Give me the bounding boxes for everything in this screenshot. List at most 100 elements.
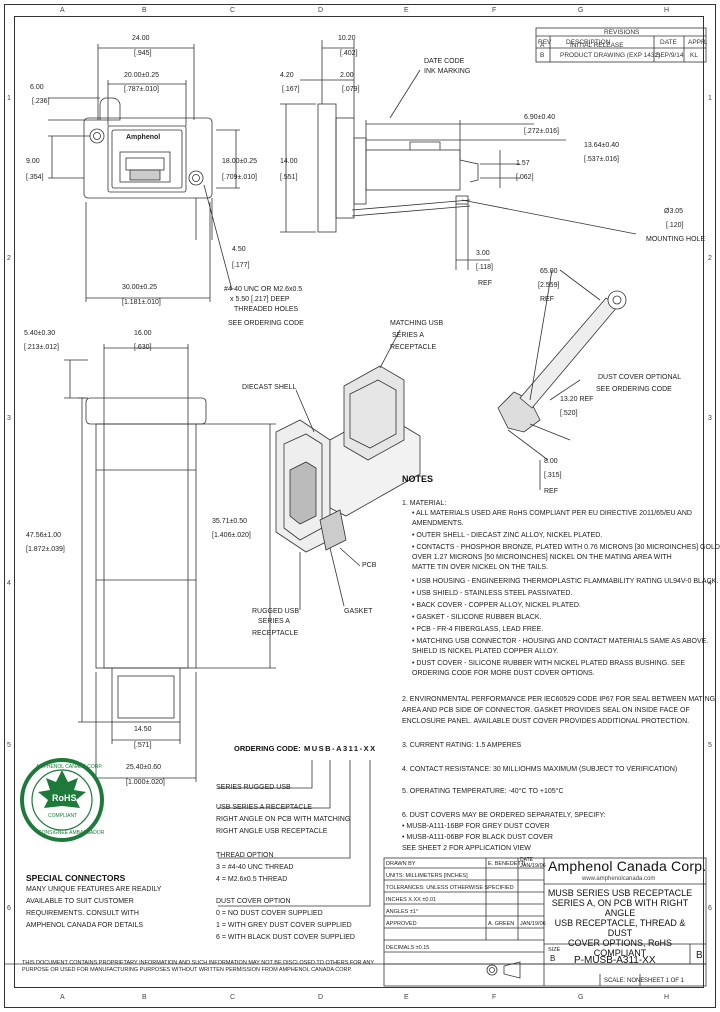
rev-a: A: [540, 42, 545, 49]
dim-540-in: [.213±.012]: [24, 344, 59, 351]
drawn-by-name: E. BENEDETTI: [488, 861, 526, 867]
zone-row-3-right: 3: [708, 415, 712, 422]
date-col-label: DATE: [660, 39, 677, 46]
rohs-ring-top: AMPHENOL CANADA CORP.: [36, 764, 103, 770]
title-line-2: SERIES A, ON PCB WITH RIGHT ANGLE: [551, 898, 689, 918]
ordering-usb-2: RIGHT ANGLE ON PCB WITH MATCHING: [216, 816, 351, 823]
dim-3: 3.00: [476, 250, 490, 257]
note-6-line-3: • MUSB-A111-06BP FOR BLACK DUST COVER: [402, 834, 553, 841]
dim-420: 4.20: [280, 72, 294, 79]
rev-b: B: [540, 52, 545, 59]
drawn-by-label: DRAWN BY: [386, 861, 416, 867]
rugged-usb-label-1: RUGGED USB: [252, 608, 300, 615]
dim-690: 6.90±0.40: [524, 114, 556, 121]
dim-24: 24.00: [132, 35, 150, 42]
dim-16: 16.00: [134, 330, 152, 337]
dim-1320-in: [.520]: [560, 410, 578, 417]
zone-col-c-bottom: C: [230, 994, 236, 1001]
dim-24-in: [.945]: [134, 50, 152, 57]
dim-4756: 47.56±1.00: [26, 532, 61, 539]
rev-col-label: REV: [538, 39, 552, 46]
dim-1364: 13.64±0.40: [584, 142, 619, 149]
zone-col-f: F: [492, 7, 497, 14]
title-line-1: MUSB SERIES USB RECEPTACLE: [547, 888, 693, 898]
dim-1020: 10.20: [338, 35, 356, 42]
matching-usb-label-2: SERIES A: [392, 332, 424, 339]
zone-row-4: 4: [7, 580, 11, 587]
dim-20: 20.00±0.25: [124, 72, 159, 79]
title-line-4: COVER OPTIONS, RoHS COMPLIANT: [567, 938, 673, 958]
zone-row-6-right: 6: [708, 905, 712, 912]
pcb-label: PCB: [362, 562, 377, 569]
dim-1450: 14.50: [134, 726, 152, 733]
rohs-sub: COMPLIANT: [48, 813, 78, 819]
note-1-line-4: • CONTACTS - PHOSPHOR BRONZE, PLATED WIT…: [412, 544, 720, 551]
dim-30: 30.00±0.25: [122, 284, 157, 291]
zone-col-a-bottom: A: [60, 994, 65, 1001]
ordering-dust-4: 6 = WITH BLACK DUST COVER SUPPLIED: [216, 934, 355, 941]
ordering-code-label: ORDERING CODE:: [234, 744, 301, 753]
dim-450-in: [.177]: [232, 262, 250, 269]
rev-b-desc: PRODUCT DRAWING (EXP 1432): [560, 52, 661, 59]
note-1-line-6: MATTE TIN OVER NICKEL ON THE TAILS.: [412, 564, 549, 571]
dust-cover-label-1: DUST COVER OPTIONAL: [598, 374, 682, 381]
drawing-rev: B: [696, 950, 703, 961]
dust-cover-label-2: SEE ORDERING CODE: [596, 386, 672, 393]
ordering-thread-1: THREAD OPTION: [216, 852, 274, 859]
zone-row-3: 3: [7, 415, 11, 422]
dim-4756-in: [1.872±.039]: [26, 546, 65, 553]
dim-20-in: [.787±.010]: [124, 86, 159, 93]
note-1-line-3: • OUTER SHELL - DIECAST ZINC ALLOY, NICK…: [412, 532, 603, 539]
dim-18-in: [.709±.010]: [222, 174, 257, 181]
zone-row-2: 2: [7, 255, 11, 262]
matching-usb-label-3: RECEPTACLE: [390, 344, 437, 351]
dim-18: 18.00±0.25: [222, 158, 257, 165]
tolerance-2: INCHES X.XX ±0.01: [386, 897, 437, 903]
note-1-line-1: • ALL MATERIALS USED ARE RoHS COMPLIANT …: [412, 510, 692, 517]
company-website: www.amphenolcanada.com: [582, 876, 656, 882]
dim-1320: 13.20 REF: [560, 396, 594, 403]
date-label: DATE: [520, 857, 533, 863]
dim-540: 5.40±0.30: [24, 330, 56, 337]
drawing-sheet: SHEET 1 OF 1: [644, 978, 684, 984]
thread-note-3: THREADED HOLES: [234, 306, 299, 313]
special-line-1: MANY UNIQUE FEATURES ARE READILY: [26, 886, 162, 893]
matching-usb-label-1: MATCHING USB: [390, 320, 444, 327]
tolerance-3: ANGLES ±1°: [386, 909, 419, 915]
note-1-line-2: AMENDMENTS.: [412, 520, 464, 527]
special-line-4: AMPHENOL CANADA FOR DETAILS: [26, 922, 144, 929]
company-name: Amphenol Canada Corp.: [548, 858, 707, 874]
zone-col-b: B: [142, 7, 147, 14]
note-2-line-3: ENCLOSURE PANEL. AVAILABLE DUST COVER PR…: [402, 718, 690, 725]
dim-6: 6.00: [30, 84, 44, 91]
dim-420-in: [.167]: [282, 86, 300, 93]
zone-col-g: G: [578, 7, 584, 14]
ordering-series: SERIES RUGGED USB: [216, 784, 291, 791]
special-title: SPECIAL CONNECTORS: [26, 873, 126, 883]
rev-a-desc: INITIAL RELEASE: [570, 42, 624, 49]
dim-157: 1.57: [516, 160, 530, 167]
approved-by: A. GREEN: [488, 921, 515, 927]
note-1-title: 1. MATERIAL:: [402, 500, 447, 507]
zone-row-6: 6: [7, 905, 11, 912]
zone-row-2-right: 2: [708, 255, 712, 262]
dim-3571: 35.71±0.50: [212, 518, 247, 525]
notes-title: NOTES: [402, 474, 434, 484]
title-line-3: USB RECEPTACLE, THREAD & DUST: [554, 918, 686, 938]
rugged-usb-label-3: RECEPTACLE: [252, 630, 299, 637]
rugged-usb-label-2: SERIES A: [258, 618, 290, 625]
dim-2: 2.00: [340, 72, 354, 79]
dim-8-in: [.315]: [544, 472, 562, 479]
dim-65: 65.00: [540, 268, 558, 275]
note-5: 5. OPERATING TEMPERATURE: -40°C TO +105°…: [402, 788, 564, 795]
rohs-center: RoHS: [52, 793, 77, 803]
dim-690-in: [.272±.016]: [524, 128, 559, 135]
zone-col-g-bottom: G: [578, 994, 584, 1001]
gasket-label: GASKET: [344, 608, 373, 615]
dim-65-in: [2.559]: [538, 282, 560, 289]
dim-14-in: [.551]: [280, 174, 298, 181]
note-3: 3. CURRENT RATING: 1.5 AMPERES: [402, 742, 522, 749]
amphenol-logo: Amphenol: [126, 134, 161, 141]
